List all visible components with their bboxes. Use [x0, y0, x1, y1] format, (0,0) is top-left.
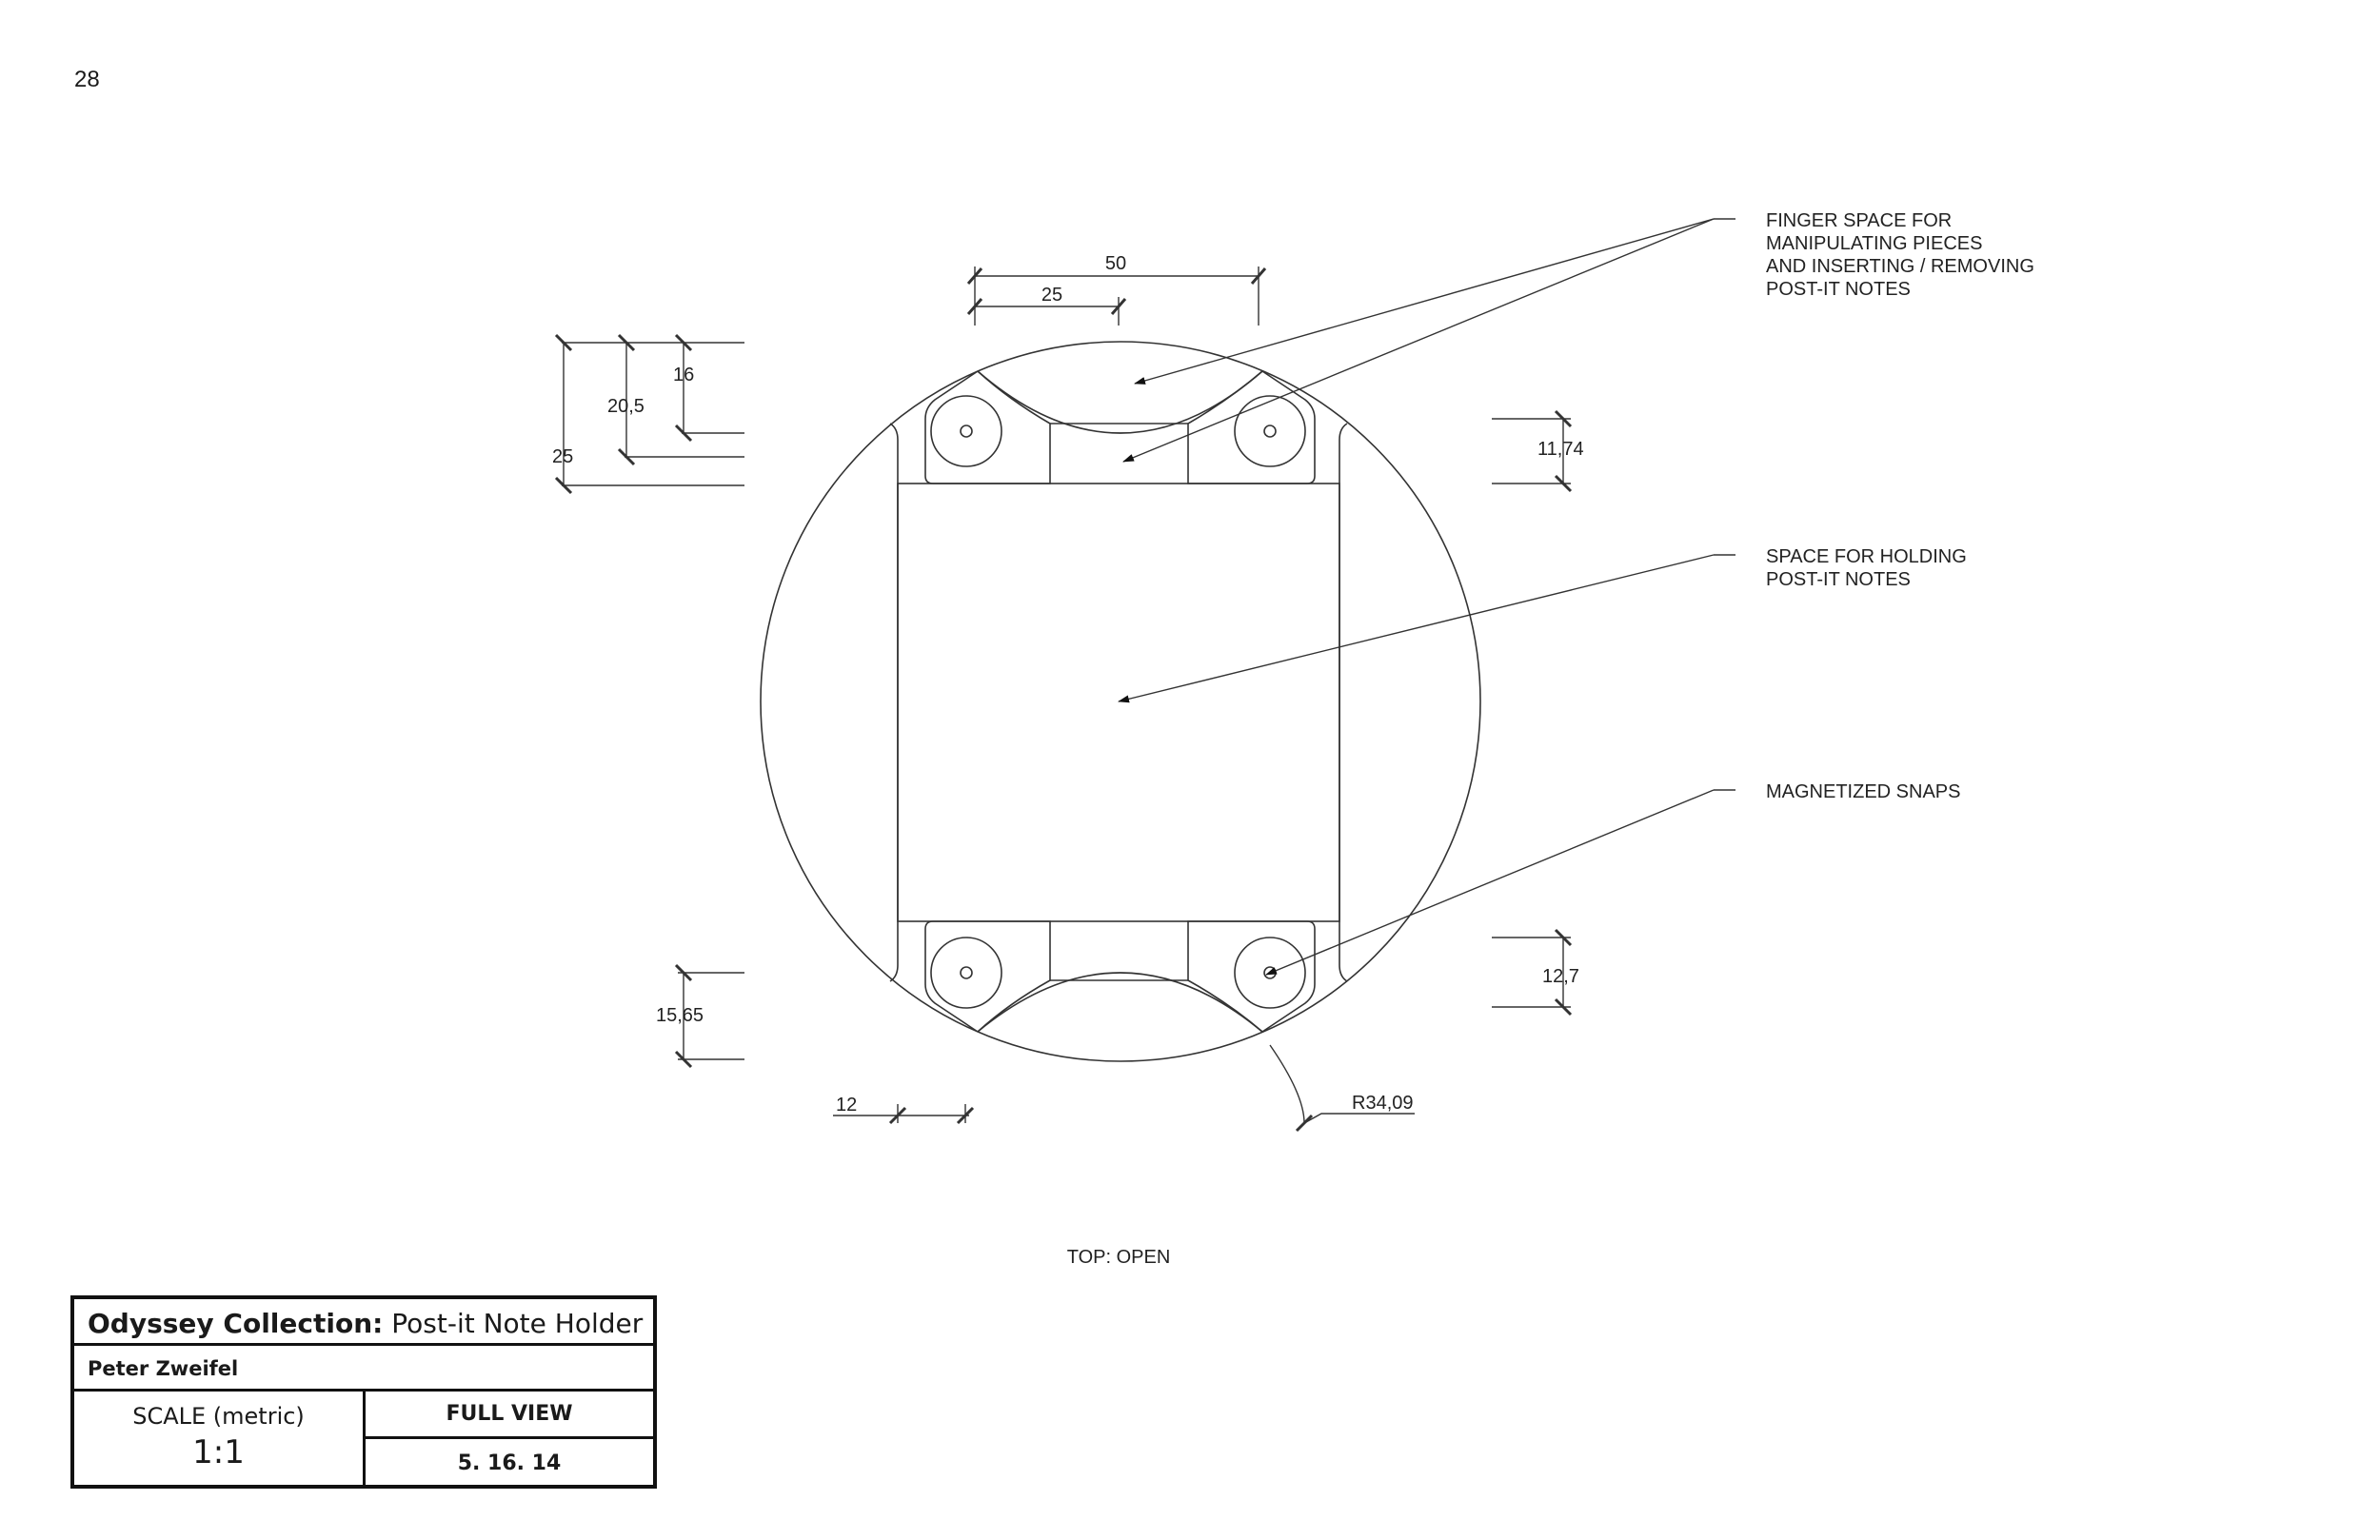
- dim-11-74: 11,74: [1537, 439, 1584, 460]
- dim-25-top: 25: [1041, 285, 1062, 306]
- magnet-top-left-center: [960, 424, 973, 438]
- dimension-lines: [554, 267, 1573, 1133]
- collection-name: Odyssey Collection:: [88, 1308, 384, 1339]
- svg-text:POST-IT NOTES: POST-IT NOTES: [1766, 569, 1911, 590]
- dim-12-7: 12,7: [1542, 966, 1579, 987]
- svg-text:AND INSERTING / REMOVING: AND INSERTING / REMOVING: [1766, 256, 2034, 277]
- outer-circle: [760, 341, 1481, 1062]
- top-left-pad: [924, 370, 1051, 484]
- title-block: Odyssey Collection: Post-it Note Holder …: [70, 1295, 657, 1489]
- magnet-bottom-left: [930, 937, 1002, 1009]
- bottom-right-pad: [1187, 920, 1316, 1033]
- top-finger-arc: [977, 370, 1263, 434]
- scale-label: SCALE (metric): [132, 1403, 305, 1430]
- magnet-top-left: [930, 395, 1002, 467]
- svg-text:MANIPULATING PIECES: MANIPULATING PIECES: [1766, 233, 1982, 254]
- view-caption: TOP: OPEN: [1067, 1247, 1171, 1268]
- svg-text:POST-IT NOTES: POST-IT NOTES: [1766, 279, 1911, 300]
- bottom-left-pad: [924, 920, 1051, 1033]
- svg-text:FINGER SPACE FOR: FINGER SPACE FOR: [1766, 210, 1952, 231]
- dim-16: 16: [673, 365, 694, 385]
- author-name: Peter Zweifel: [88, 1357, 239, 1380]
- annotation-leaders: [1118, 218, 1735, 976]
- svg-text:SPACE FOR HOLDING: SPACE FOR HOLDING: [1766, 546, 1967, 567]
- scale-view-row: SCALE (metric) 1:1 FULL VIEW 5. 16. 14: [74, 1392, 653, 1489]
- drawing-date: 5. 16. 14: [457, 1451, 562, 1475]
- view-label: FULL VIEW: [366, 1392, 653, 1439]
- dim-12-bottom: 12: [836, 1095, 857, 1116]
- left-side-bar: [889, 423, 899, 982]
- author-row: Peter Zweifel: [74, 1346, 653, 1392]
- annotation-holding-space: SPACE FOR HOLDING POST-IT NOTES: [1766, 546, 1967, 590]
- center-compartment: [897, 483, 1340, 922]
- dim-20-5: 20,5: [607, 396, 645, 417]
- holder-body: [760, 341, 1481, 1062]
- right-side-bar: [1339, 423, 1348, 982]
- dim-50: 50: [1105, 253, 1126, 274]
- drawing-title: Odyssey Collection: Post-it Note Holder: [88, 1308, 643, 1339]
- dim-15-65: 15,65: [656, 1005, 704, 1026]
- dim-25-left: 25: [552, 446, 573, 467]
- page-number: 28: [74, 67, 100, 92]
- annotation-magnetized-snaps: MAGNETIZED SNAPS: [1766, 781, 1960, 802]
- scale-cell: SCALE (metric) 1:1: [74, 1392, 366, 1489]
- magnet-bottom-left-center: [960, 966, 973, 979]
- title-row: Odyssey Collection: Post-it Note Holder: [74, 1299, 653, 1346]
- magnet-top-right-center: [1263, 424, 1277, 438]
- annotation-finger-space: FINGER SPACE FOR MANIPULATING PIECES AND…: [1766, 210, 2034, 300]
- scale-value: 1:1: [192, 1433, 245, 1471]
- svg-text:MAGNETIZED SNAPS: MAGNETIZED SNAPS: [1766, 781, 1960, 802]
- dim-radius: R34,09: [1352, 1093, 1414, 1114]
- bottom-finger-arc: [977, 972, 1263, 1033]
- magnet-bottom-right: [1234, 937, 1306, 1009]
- magnet-top-right: [1234, 395, 1306, 467]
- product-name: Post-it Note Holder: [391, 1308, 644, 1339]
